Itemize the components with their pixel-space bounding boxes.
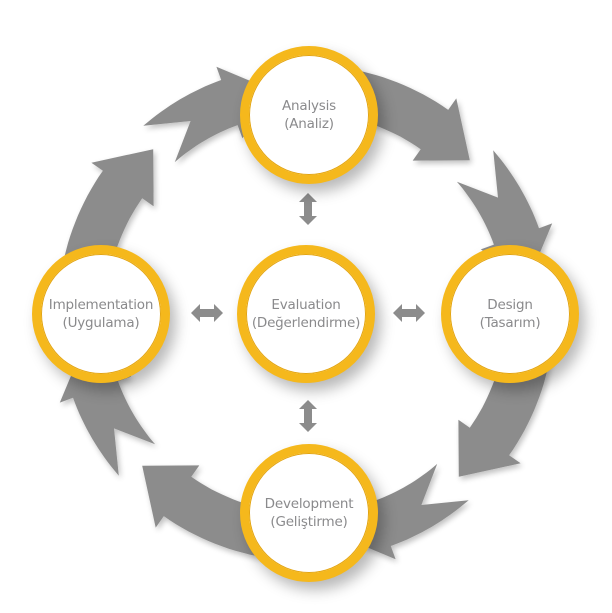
node-evaluation-subtitle: (Değerlendirme) bbox=[251, 315, 361, 331]
node-analysis-subtitle: (Analiz) bbox=[284, 116, 334, 132]
double-arrow-evaluation-development bbox=[299, 400, 317, 432]
node-design: Design (Tasarım) bbox=[441, 245, 579, 383]
node-development-title: Development bbox=[264, 496, 354, 512]
node-analysis-title: Analysis bbox=[281, 98, 337, 114]
node-implementation-subtitle: (Uygulama) bbox=[62, 315, 140, 331]
node-development: Development (Geliştirme) bbox=[240, 444, 378, 582]
double-arrow-evaluation-design bbox=[393, 304, 425, 322]
node-analysis: Analysis (Analiz) bbox=[240, 46, 378, 184]
node-design-title: Design bbox=[487, 297, 533, 313]
node-design-subtitle: (Tasarım) bbox=[479, 315, 541, 331]
double-arrow-evaluation-analysis bbox=[299, 193, 317, 225]
node-implementation-title: Implementation bbox=[48, 297, 154, 313]
cycle-arrow-implementation-to-analysis-part-2 bbox=[143, 66, 275, 163]
node-development-subtitle: (Geliştirme) bbox=[270, 514, 348, 530]
node-evaluation: Evaluation (Değerlendirme) bbox=[237, 245, 375, 383]
double-arrow-evaluation-implementation bbox=[191, 304, 223, 322]
node-implementation: Implementation (Uygulama) bbox=[32, 245, 170, 383]
node-evaluation-title: Evaluation bbox=[271, 297, 341, 313]
